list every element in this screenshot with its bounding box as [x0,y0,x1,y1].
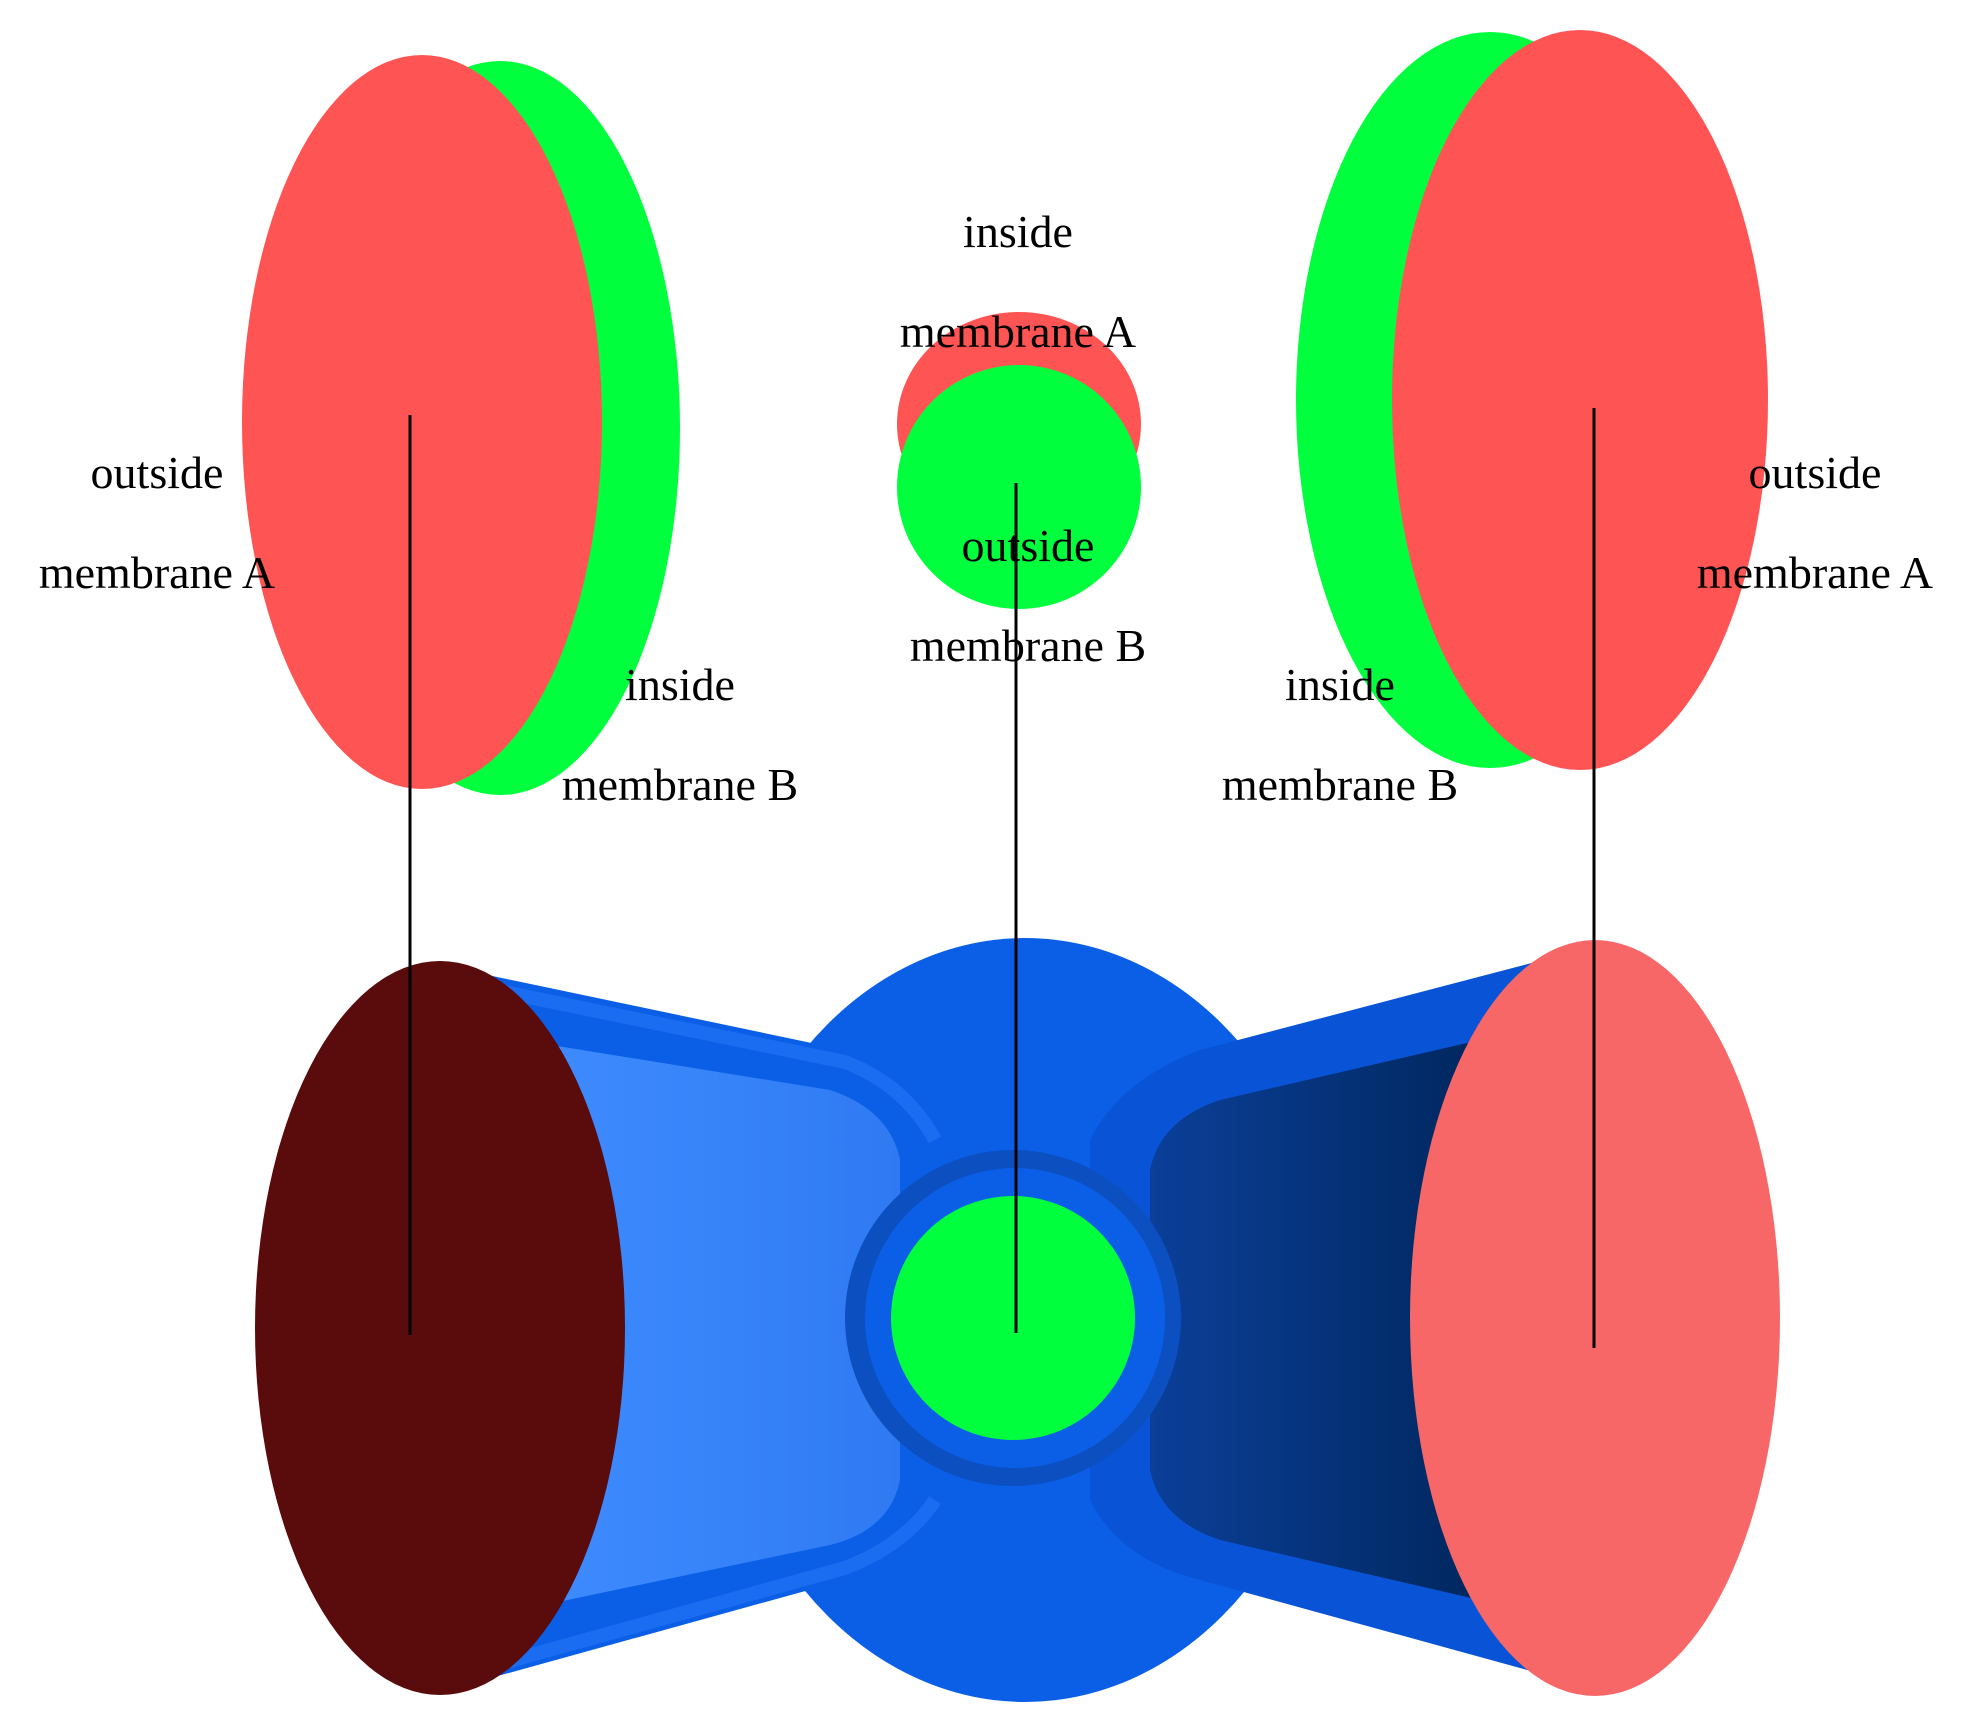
left-inside-label: inside [625,659,735,710]
left-pipe-rim-highlight-bottom [468,1496,941,1679]
left-membrane-a-label: membrane A [39,547,275,598]
center-outside-label: outside [962,520,1095,571]
left-outside-label: outside [91,447,224,498]
right-pipe-inner [1150,1040,1480,1600]
left-membrane-pair [242,55,680,795]
left-membrane-a-disc [242,55,602,789]
left-membrane-b-label: membrane B [562,759,798,810]
center-membrane-pair [897,312,1141,609]
right-membrane-a-label: membrane A [1697,547,1933,598]
right-membrane-a-disc [1392,30,1768,770]
center-membrane-b-disc [897,365,1141,609]
center-membrane-b-face [891,1196,1135,1440]
left-pipe-inner [520,1040,900,1610]
left-pipe-rim-highlight [468,978,942,1144]
right-outside-label: outside [1749,447,1882,498]
center-inside-label: inside [963,206,1073,257]
center-membrane-a-label: membrane A [900,306,1136,357]
pipe-junction [255,938,1780,1702]
right-membrane-pair [1296,30,1768,770]
center-membrane-b-label: membrane B [910,620,1146,671]
left-end-face [255,961,625,1695]
right-membrane-b-label: membrane B [1222,759,1458,810]
right-inside-label: inside [1285,659,1395,710]
